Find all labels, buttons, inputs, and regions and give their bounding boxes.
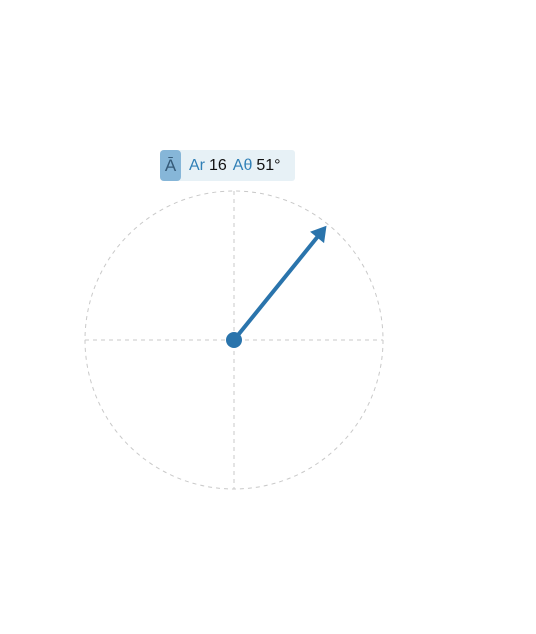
angle-symbol: Aθ: [232, 156, 253, 174]
radius-value: 16: [209, 156, 227, 174]
vector-arrowhead[interactable]: [310, 225, 327, 244]
vector-label: Ā Ar 16 Aθ 51°: [160, 150, 295, 181]
vector-shaft: [232, 235, 320, 342]
vector-origin-dot[interactable]: [226, 332, 242, 348]
radius-symbol: Ar: [189, 156, 205, 174]
angle-value: 51°: [256, 156, 281, 174]
radius-readout: Ar 16: [189, 156, 227, 174]
angle-readout: Aθ 51°: [232, 156, 281, 174]
vector-badge: Ā: [160, 150, 181, 181]
